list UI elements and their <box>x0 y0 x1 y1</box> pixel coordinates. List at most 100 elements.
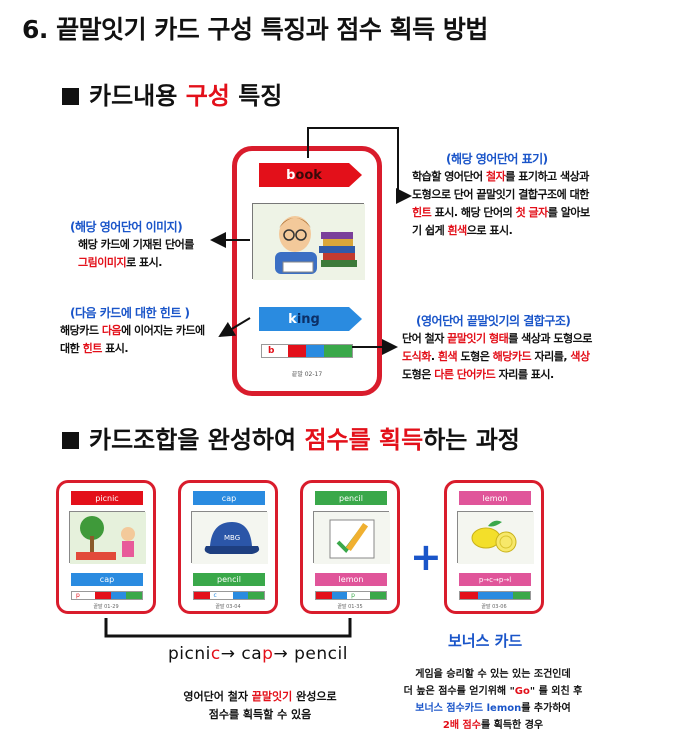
card-strip: p <box>71 591 143 600</box>
card-picture <box>252 203 365 280</box>
note-title: (영어단어 끝말잇기의 결합구조) <box>416 314 571 328</box>
chain-caption: 영어단어 철자 끝말잇기 완성으로 점수를 획득할 수 있음 <box>160 688 360 724</box>
card-top-word: picnic <box>71 491 143 505</box>
note-highlight: 끝말잇기 형태 <box>447 332 509 345</box>
note-text: 표시. <box>101 342 129 355</box>
caption-text: 영어단어 철자 <box>183 690 252 703</box>
card-bottom-word: p→c→p→l <box>459 573 531 586</box>
cap-illustration: MBG <box>192 512 268 564</box>
note-text: 를 표기하고 색상과 <box>505 170 589 183</box>
note-text: 으로 표시. <box>466 224 513 237</box>
note-highlight: 흰색 <box>437 350 458 363</box>
note-text: . <box>430 350 438 363</box>
strip-letter: b <box>262 345 288 357</box>
card-picture <box>313 511 390 564</box>
heading-text-end: 하는 과정 <box>423 426 520 454</box>
picnic-illustration <box>70 512 146 564</box>
chain-bracket <box>104 618 352 638</box>
svg-text:MBG: MBG <box>224 534 240 542</box>
pencil-illustration <box>314 512 390 564</box>
note-text: 에 이어지는 카드에 <box>121 324 205 337</box>
heading-text: 카드내용 <box>89 82 186 110</box>
note-highlight: 해당카드 <box>492 350 532 363</box>
note-text: 학습할 영어단어 <box>412 170 486 183</box>
chain-link-letter: c <box>210 644 221 664</box>
note-text: 해당카드 <box>60 324 102 337</box>
note-next-card-hint: (다음 카드에 대한 힌트 ) 해당카드 다음에 이어지는 카드에 대한 힌트 … <box>60 304 230 358</box>
hint-first-letter: k <box>288 311 297 327</box>
note-word-notation: (해당 영어단어 표기) 학습할 영어단어 철자를 표기하고 색상과 도형으로 … <box>412 150 612 240</box>
chain-word: picni <box>168 644 211 664</box>
note-text: 를 색상과 도형으로 <box>508 332 592 345</box>
note-text: 도형은 <box>402 368 435 381</box>
strip-letter: c <box>209 592 233 599</box>
heading-text-end: 특징 <box>229 82 283 110</box>
card-number: 끝말 02-17 <box>291 371 323 378</box>
section-heading-composition: 카드내용 구성 특징 <box>62 76 282 111</box>
card-picture <box>457 511 534 564</box>
lemon-illustration <box>458 512 534 564</box>
bonus-highlight: 2배 점수 <box>442 720 481 731</box>
word-rest: ook <box>295 167 322 183</box>
page-title: 6. 끝말잇기 카드 구성 특징과 점수 획득 방법 <box>22 15 488 44</box>
note-text: 도형은 <box>457 350 493 363</box>
caption-text: 점수를 획득할 수 있음 <box>208 708 312 721</box>
note-title: (해당 영어단어 이미지) <box>70 220 183 234</box>
card-cap: cap MBG pencil c 끝말 03-04 <box>178 480 278 614</box>
note-highlight: 도식화 <box>402 350 431 363</box>
card-bottom-word: cap <box>71 573 143 586</box>
section-heading-scoring: 카드조합을 완성하여 점수를 획득하는 과정 <box>62 420 520 455</box>
word-chain: picnic→ cap→ pencil <box>168 644 348 664</box>
heading-text: 카드조합을 완성하여 <box>89 426 305 454</box>
bonus-text: 를 추가하여 <box>521 703 571 714</box>
boy-reading-illustration <box>253 204 365 280</box>
note-text: 도형으로 단어 끝말잇기 결합구조에 대한 <box>412 188 589 201</box>
note-text: 자리를 표시. <box>495 368 555 381</box>
note-highlight: 다음 <box>101 324 122 337</box>
connector-arrows <box>210 127 412 355</box>
card-strip: c <box>193 591 265 600</box>
note-combination-structure: (영어단어 끝말잇기의 결합구조) 단어 철자 끝말잇기 형태를 색상과 도형으… <box>402 312 602 384</box>
hint-rest: ing <box>296 311 320 327</box>
note-highlight: 힌트 <box>412 206 432 219</box>
square-bullet-icon <box>62 432 79 449</box>
note-highlight: 색상 <box>570 350 590 363</box>
note-text: 단어 철자 <box>402 332 448 345</box>
note-highlight: 그림이미지 <box>78 256 127 269</box>
note-highlight: 철자 <box>486 170 506 183</box>
card-top-word: pencil <box>315 491 387 505</box>
card-strip: p <box>315 591 387 600</box>
card-bottom-word: lemon <box>315 573 387 586</box>
chain-word: pencil <box>294 644 348 664</box>
bonus-card-title: 보너스 카드 <box>448 632 523 650</box>
card-picnic: picnic cap p 끝말 01-29 <box>56 480 156 614</box>
strip-red <box>288 345 306 357</box>
caption-text: 완성으로 <box>292 690 337 703</box>
card-picture: MBG <box>191 511 268 564</box>
card-top-word: lemon <box>459 491 531 505</box>
bonus-highlight: 보너스 점수카드 <box>415 703 487 714</box>
bonus-highlight: Go <box>514 686 530 697</box>
chain-arrow: → <box>273 644 295 664</box>
strip-letter: p <box>72 592 96 599</box>
chain-link-letter: p <box>262 644 274 664</box>
note-text: 를 알아보 <box>547 206 590 219</box>
note-title: (다음 카드에 대한 힌트 ) <box>70 306 190 320</box>
plus-sign: + <box>410 535 442 579</box>
note-text: 자리를, <box>531 350 571 363</box>
note-text: 로 표시. <box>126 256 162 269</box>
note-highlight: 흰색 <box>447 224 468 237</box>
card-pencil: pencil lemon p 끝말 01-35 <box>300 480 400 614</box>
note-highlight: 힌트 <box>82 342 103 355</box>
card-top-word: cap <box>193 491 265 505</box>
card-number: 끝말 03-06 <box>481 604 507 610</box>
bonus-text: 게임을 승리할 수 있는 있는 조건인데 <box>415 669 571 680</box>
card-number: 끝말 01-35 <box>337 604 363 610</box>
note-text: 기 쉽게 <box>412 224 448 237</box>
word-first-letter: b <box>286 167 296 183</box>
strip-green <box>324 345 352 357</box>
card-lemon-bonus: lemon p→c→p→l 끝말 03-06 <box>444 480 544 614</box>
